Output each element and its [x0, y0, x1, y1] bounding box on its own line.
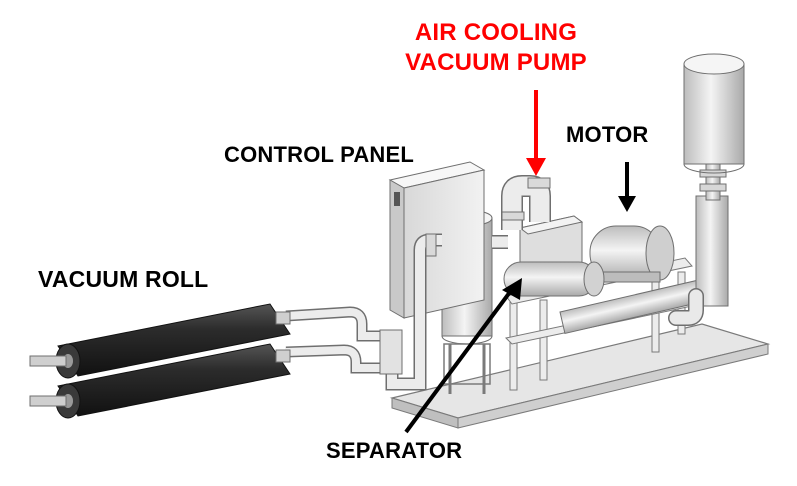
motor-callout-arrow: [618, 162, 636, 212]
vacuum-pump-unit: [501, 175, 605, 297]
pump-label-line1: AIR COOLING: [414, 19, 578, 46]
pump-label-line2: VACUUM PUMP: [405, 49, 587, 76]
exhaust-silencer: [668, 53, 745, 326]
suction-piping: [285, 233, 442, 391]
vacuum-roll-lower: [29, 343, 291, 419]
vacuum-roll-label: VACUUM ROLL: [38, 266, 209, 292]
separator-callout-arrow: [404, 278, 522, 434]
base-platform: [389, 323, 771, 429]
vacuum-roll-upper: [29, 303, 291, 379]
pump-callout-arrow: [526, 90, 546, 176]
motor-label: MOTOR: [566, 122, 649, 147]
pump-label: AIR COOLING VACUUM PUMP: [386, 18, 606, 78]
control-panel-label: CONTROL PANEL: [224, 142, 415, 167]
motor-unit: [589, 225, 675, 283]
separator-label: SEPARATOR: [326, 438, 463, 463]
